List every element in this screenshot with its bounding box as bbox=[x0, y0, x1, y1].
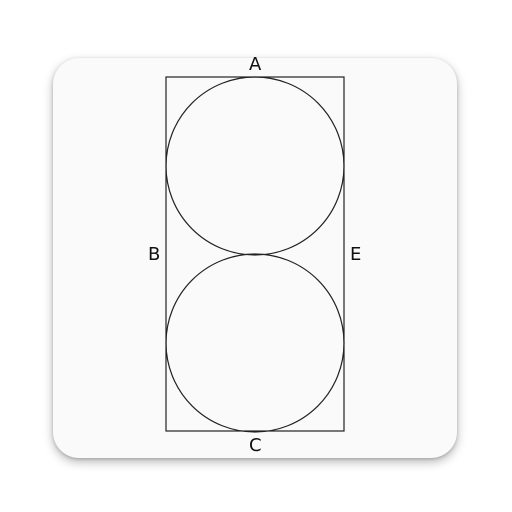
lower-circle bbox=[165, 253, 345, 433]
label-right-e: E bbox=[350, 244, 362, 265]
app-icon-card[interactable] bbox=[53, 58, 457, 458]
label-left-b: B bbox=[148, 244, 161, 265]
upper-circle bbox=[165, 76, 345, 256]
label-bottom-c: C bbox=[249, 435, 262, 456]
label-top-a: A bbox=[249, 54, 262, 75]
